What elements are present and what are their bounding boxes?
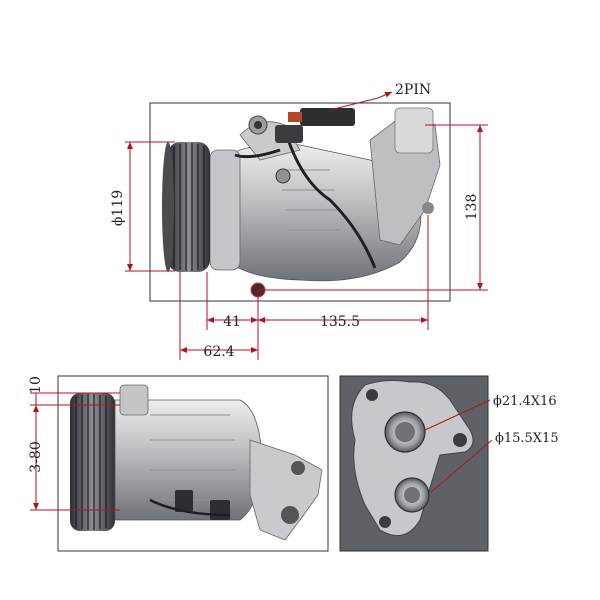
port-large-label: ϕ21.4X16 bbox=[493, 394, 557, 409]
port-detail: ϕ21.4X16 ϕ15.5X15 bbox=[339, 375, 559, 552]
connector-plug bbox=[300, 108, 355, 126]
top-view: ϕ119 138 41 135.5 62.4 2PIN bbox=[110, 82, 488, 360]
port-small-label: ϕ15.5X15 bbox=[495, 431, 559, 446]
height-label: 138 bbox=[464, 194, 480, 221]
side-view: 10 3-80 bbox=[28, 375, 329, 552]
pulley-diameter-label: ϕ119 bbox=[110, 190, 126, 226]
top-dimensions bbox=[125, 91, 488, 360]
compressor-body-top bbox=[209, 107, 441, 298]
top-view-frame bbox=[149, 102, 451, 302]
connector-label: 2PIN bbox=[395, 82, 431, 98]
side-mount-label: 3-80 bbox=[28, 441, 44, 472]
pulley-top bbox=[162, 142, 210, 272]
side-view-frame bbox=[57, 375, 329, 552]
mount-length-label: 135.5 bbox=[320, 314, 360, 330]
side-offset-label: 10 bbox=[28, 376, 44, 394]
mount-offset-label: 41 bbox=[223, 314, 241, 330]
pulley-to-mount-label: 62.4 bbox=[203, 344, 234, 360]
